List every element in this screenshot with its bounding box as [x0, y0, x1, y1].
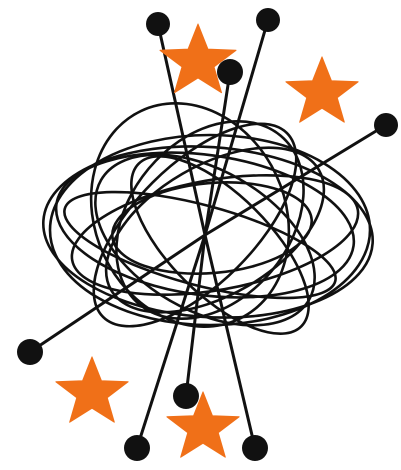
pin-ball — [146, 12, 170, 36]
pin-ball — [173, 383, 199, 409]
pin-ball — [256, 8, 280, 32]
pin-ball — [217, 59, 243, 85]
pin-ball — [374, 113, 398, 137]
pin-ball — [124, 435, 150, 461]
pin-ball — [17, 339, 43, 365]
pin-ball — [242, 435, 268, 461]
